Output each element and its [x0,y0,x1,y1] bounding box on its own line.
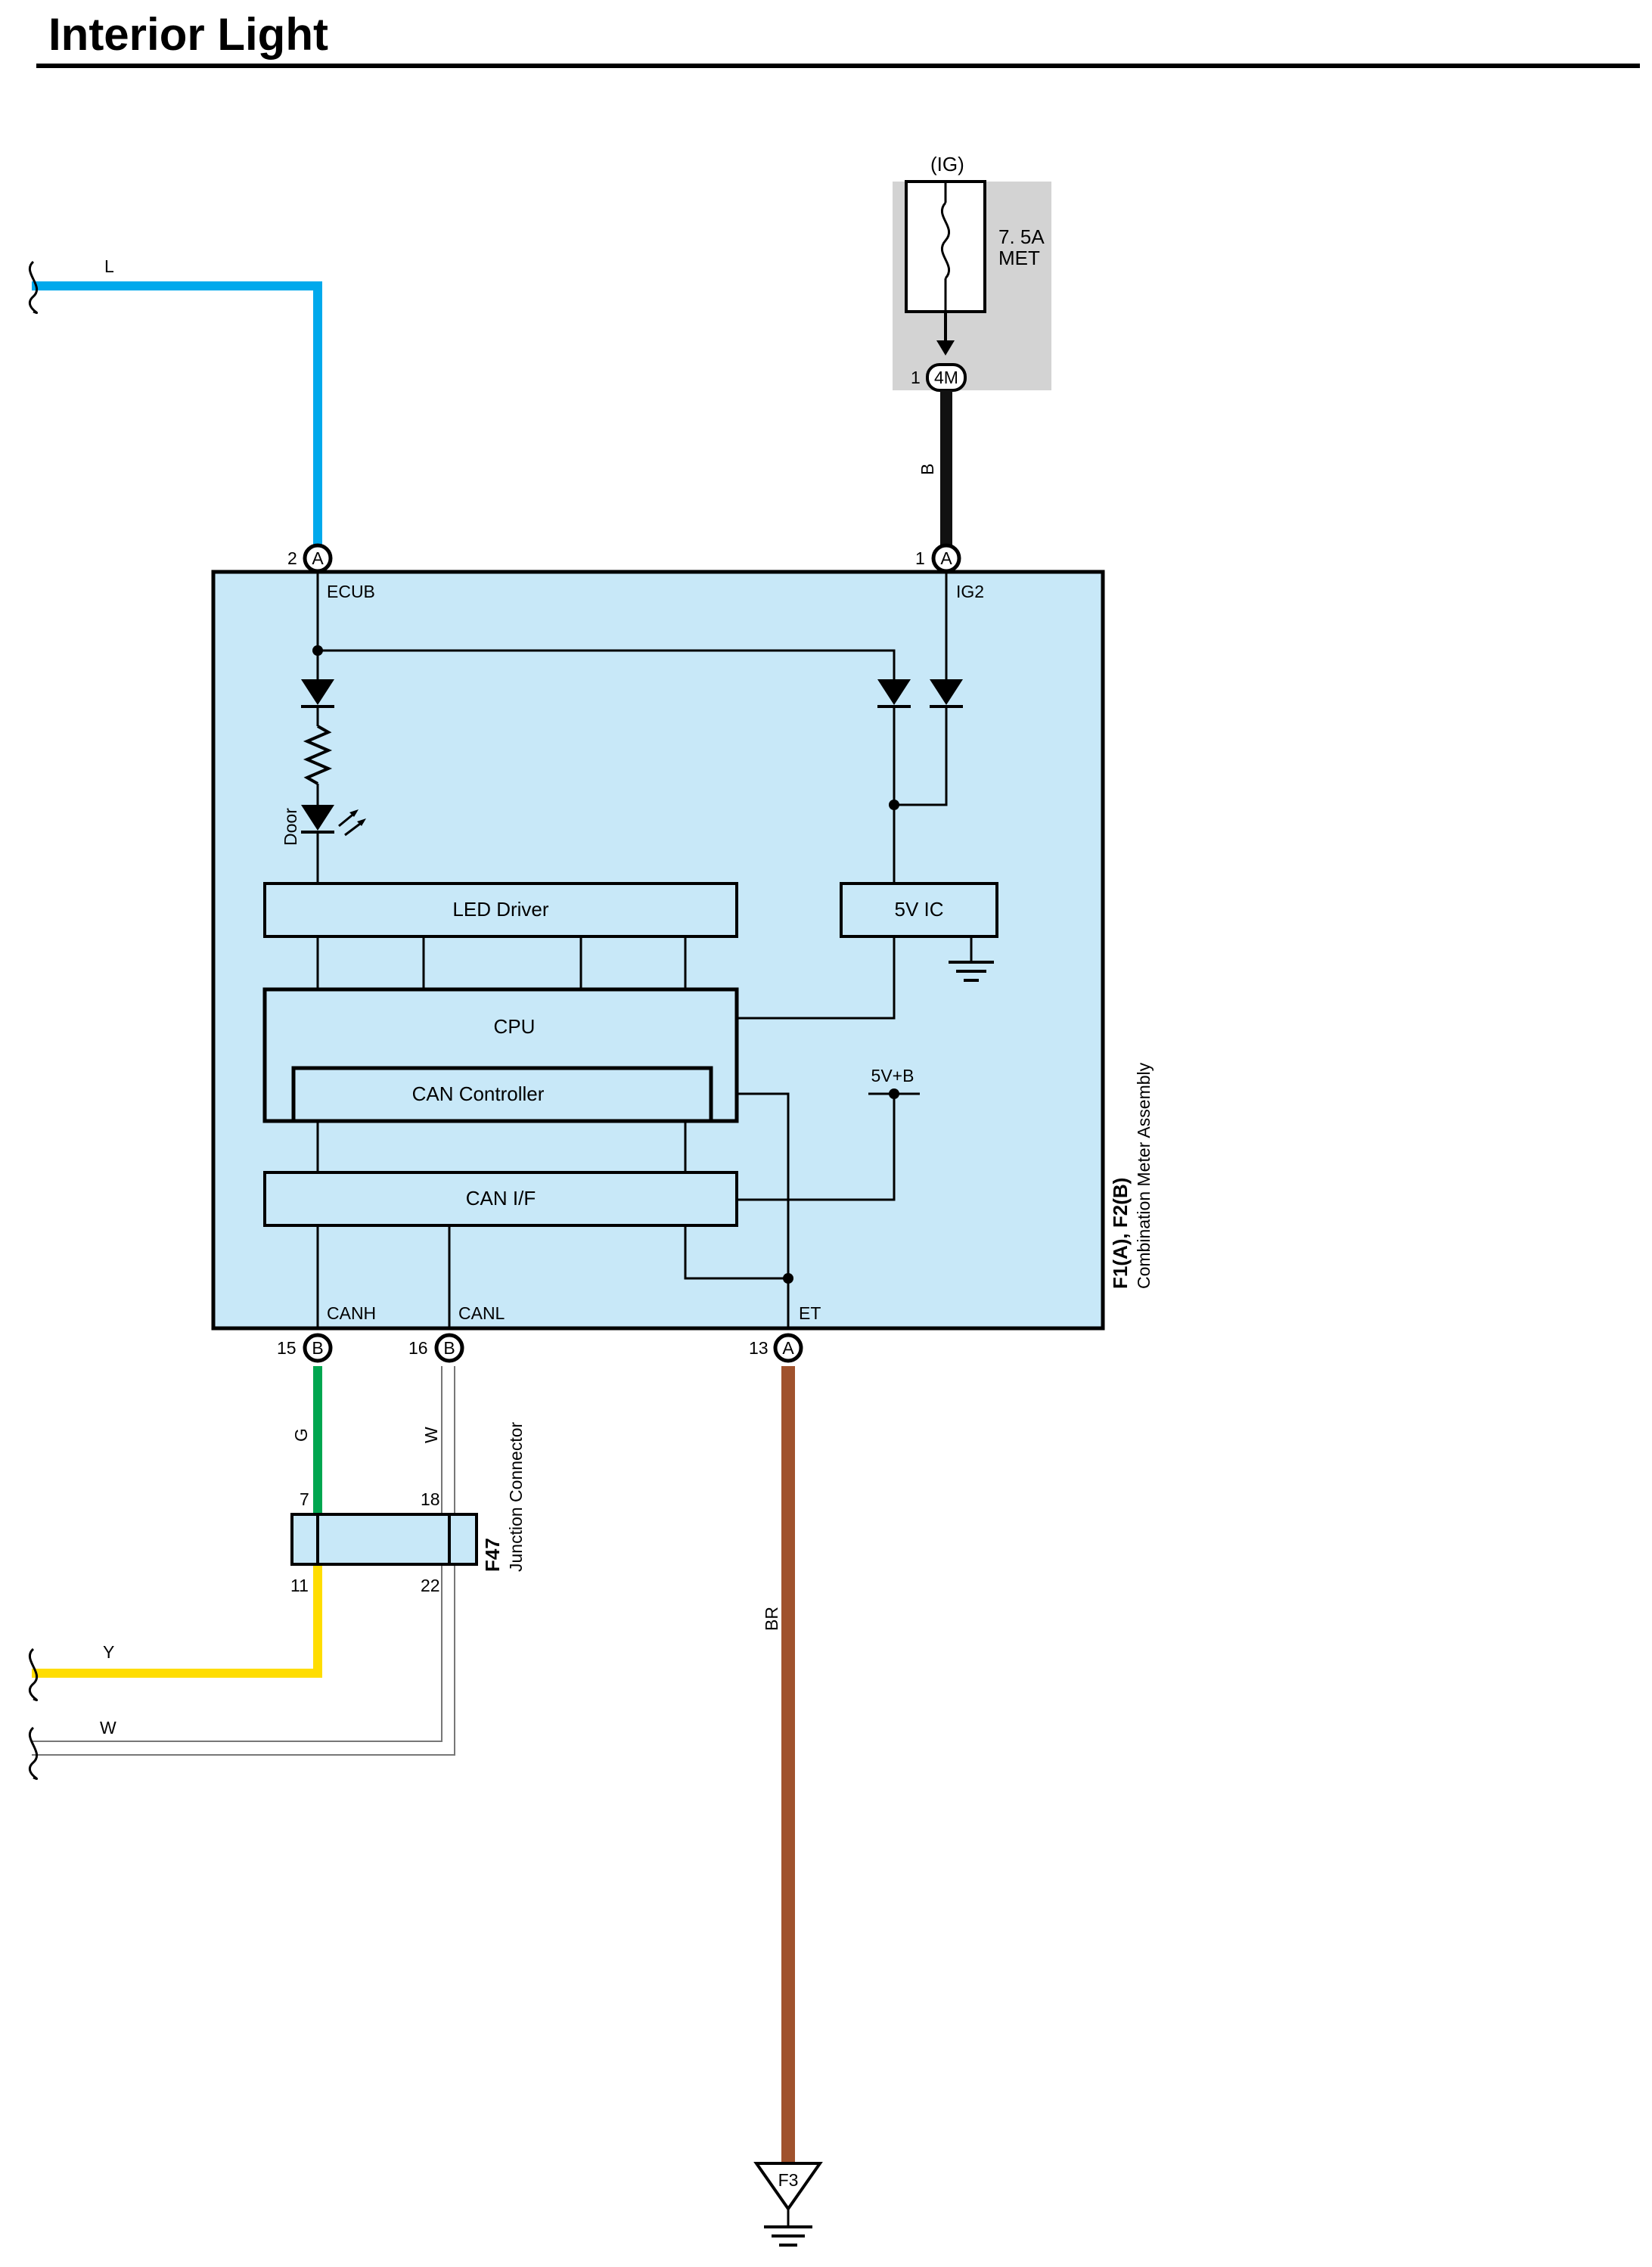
junction-pin-7: 7 [300,1489,309,1509]
diode-ig2-icon [930,679,963,705]
can-if-label: CAN I/F [466,1187,536,1210]
module-id: F1(A), F2(B) [1109,1178,1132,1289]
cpu-to-et [737,1092,790,1328]
pin-canl-conn: B [443,1338,455,1358]
ground-f3: F3 [753,2162,823,2247]
pin-canh-num: 15 [277,1338,297,1358]
cpu-to-5v-ic [737,936,896,1020]
fuse-element-icon [940,202,951,279]
wire-label-l: L [104,256,114,276]
wire-label-w: W [100,1718,116,1738]
ground-label: F3 [778,2170,799,2190]
connector-4m-id: 4M [934,368,958,387]
et-junction-dot [783,1273,793,1284]
junction-body [290,1513,478,1566]
junction-connector-f47: 7 18 11 22 F47 Junction Connector [290,1421,526,1595]
wire-l [32,281,322,546]
can-controller-label: CAN Controller [412,1082,545,1105]
led-driver-label: LED Driver [452,898,548,921]
five-v-ic-block [840,882,998,938]
wire-label-w-short: W [421,1427,441,1443]
five-v-b-label: 5V+B [871,1066,914,1085]
led-driver-block [263,882,738,938]
pin-et-num: 13 [749,1338,769,1358]
5v-junction-dot [889,800,899,810]
wire-w-inner-lower [32,1561,442,1742]
pin-ecub-conn: A [312,548,324,568]
pin-et-label: ET [799,1303,821,1323]
pin-canh-label: CANH [327,1303,376,1323]
pin-ig2-terminal [931,543,961,573]
fuse-box: (IG) 7. 5A MET 4M 1 [893,153,1051,392]
pin-ecub-label: ECUB [327,582,375,601]
wires [32,281,952,2163]
pin-canh-terminal [303,1333,333,1363]
ground-triangle-icon [753,2162,823,2212]
pin-canl-num: 16 [408,1338,428,1358]
resistor-icon [303,725,333,785]
junction-pin-18: 18 [421,1489,440,1509]
can-if-to-et [684,1225,788,1280]
pin-et-terminal [773,1333,803,1363]
junction-id: F47 [481,1538,504,1572]
wire-break-w-icon [28,1726,39,1781]
wire-label-g: G [291,1428,311,1442]
wire-label-y: Y [103,1642,114,1662]
fuse-connector-arrow-icon [936,340,955,356]
diode-ecub-icon [301,679,334,705]
wire-label-b: B [918,464,937,475]
wire-label-br: BR [762,1607,781,1631]
pin-ecub-num: 2 [287,548,297,568]
ecub-bus [318,649,896,679]
five-v-ic-label: 5V IC [894,898,943,921]
junction-name: Junction Connector [506,1421,526,1572]
pin-ig2-num: 1 [915,548,925,568]
pin-ecub-terminal [303,543,333,573]
junction-pin-11: 11 [290,1576,309,1595]
combination-meter-module: A 2 ECUB A 1 IG2 Door [211,543,1154,1363]
can-controller-block [291,1066,713,1123]
module-name: Combination Meter Assembly [1134,1062,1154,1289]
junction-pin-22: 22 [421,1576,440,1595]
wire-break-l-icon [28,260,39,315]
diode-ig2-return [894,706,948,806]
diode-bus-icon [877,679,911,705]
cpu-label: CPU [494,1015,536,1038]
fuse-name: MET [998,247,1040,269]
five-v-b-to-can-if [737,1094,896,1201]
pin-canl-label: CANL [458,1303,505,1323]
wire-w-outer [32,1366,455,1756]
page-title: Interior Light [48,9,328,60]
led-ray-1-head [349,809,359,817]
door-led-icon [301,805,334,831]
pin-canl-terminal [434,1333,464,1363]
wire-break-y-icon [28,1647,39,1702]
pin-canh-conn: B [312,1338,323,1358]
title-rule [36,64,1640,68]
pin-ig2-conn: A [940,548,952,568]
connector-4m-pin: 1 [911,368,921,387]
pin-ig2-label: IG2 [956,582,984,601]
can-if-block [263,1171,738,1227]
pin-et-conn: A [782,1338,794,1358]
fuse-rating: 7. 5A [998,225,1045,248]
led-ray-2-head [357,818,366,826]
door-label: Door [281,808,300,846]
fuse-source-label: (IG) [930,153,964,175]
wire-y [32,1561,322,1678]
